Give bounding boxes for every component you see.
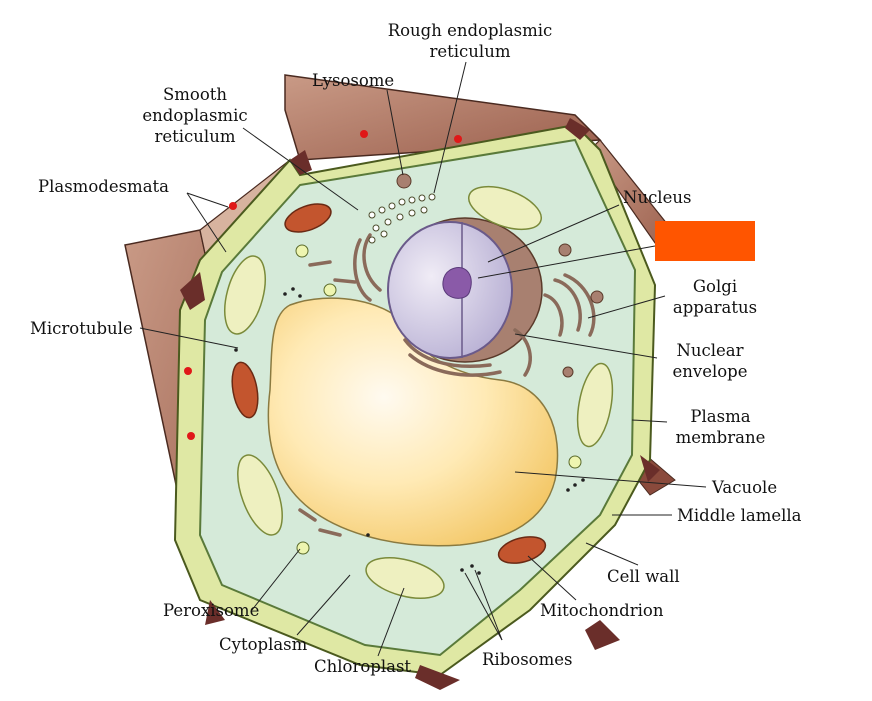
nucleus-label: Nucleus: [623, 188, 692, 207]
cytoplasm-label: Cytoplasm: [219, 635, 308, 654]
vacuole-label: Vacuole: [712, 478, 778, 497]
ribosomes-label: Ribosomes: [482, 650, 573, 669]
chloroplast-label: Chloroplast: [314, 657, 412, 676]
cell-wall-label: Cell wall: [607, 567, 680, 586]
microtubule-label: Microtubule: [30, 319, 133, 338]
chloroplast-shapes: [224, 185, 614, 599]
mitochondrion-label: Mitochondrion: [540, 601, 664, 620]
organelle-dots: [295, 173, 604, 555]
ribosome-dots: [234, 287, 585, 575]
leader-lines: [139, 61, 707, 657]
mitochondria-shapes: [231, 203, 547, 564]
middle-lamella-label: Middle lamella: [677, 506, 802, 525]
nucleus-shape: [387, 217, 543, 363]
peroxisome-label: Peroxisome: [163, 601, 260, 620]
plasmodesmata-label: Plasmodesmata: [38, 177, 170, 196]
plasmodesmata-dots: [184, 130, 462, 440]
hidden-label-box: [655, 221, 755, 261]
golgi-er-shapes: [298, 233, 596, 537]
rough-er-dots: [368, 193, 436, 244]
lysosome-label: Lysosome: [312, 71, 395, 90]
middle-lamella-corners: [180, 118, 660, 690]
